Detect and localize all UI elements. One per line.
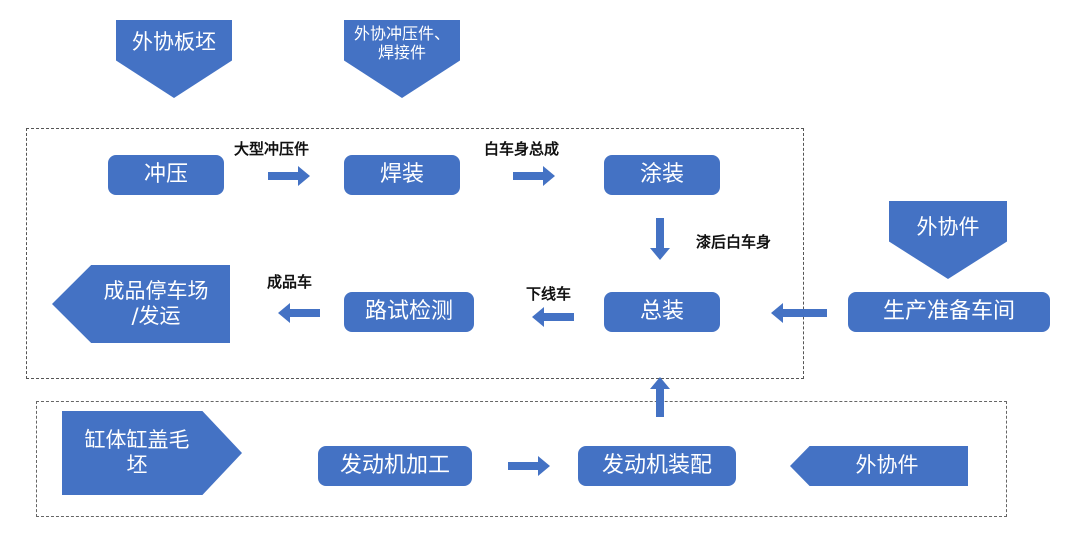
station-road-test: 路试检测: [344, 292, 474, 332]
flow-label-body-in-white: 白车身总成: [484, 140, 560, 158]
input-outsourced-parts-bottom-label: 外协件: [855, 453, 919, 478]
arrow-left-road-test-to-lot: [278, 303, 320, 323]
input-block-head-blank-label: 缸体缸盖毛 坯: [84, 427, 190, 477]
station-welding-label: 焊装: [379, 162, 424, 188]
station-production-prep: 生产准备车间: [848, 292, 1050, 332]
station-welding: 焊装: [344, 155, 460, 195]
vehicle-plant-frame: [26, 128, 804, 379]
station-stamping-label: 冲压: [143, 162, 188, 188]
arrow-right-machining-to-assembly: [508, 456, 550, 476]
arrow-left-prep-to-assembly: [771, 303, 827, 323]
station-final-assembly: 总装: [604, 292, 720, 332]
input-blank-steel: 外协板坯: [116, 20, 232, 98]
station-stamping: 冲压: [108, 155, 224, 195]
input-outsourced-parts-bottom: 外协件: [790, 446, 968, 486]
station-engine-assembly-label: 发动机装配: [601, 453, 712, 479]
input-block-head-blank: 缸体缸盖毛 坯: [62, 411, 242, 495]
flow-label-large-stampings: 大型冲压件: [234, 140, 310, 158]
input-stamping-welding-parts-label: 外协冲压件、 焊接件: [353, 24, 450, 63]
station-production-prep-label: 生产准备车间: [882, 299, 1015, 325]
station-engine-machining-label: 发动机加工: [339, 453, 450, 479]
station-engine-assembly: 发动机装配: [578, 446, 736, 486]
arrow-up-engine-to-assembly: [650, 377, 670, 417]
station-painting: 涂装: [604, 155, 720, 195]
station-painting-label: 涂装: [639, 162, 684, 188]
output-finished-lot: 成品停车场 /发运: [52, 265, 230, 343]
arrow-right-welding-to-painting: [513, 166, 555, 186]
input-stamping-welding-parts: 外协冲压件、 焊接件: [344, 20, 460, 98]
engine-plant-frame: [36, 401, 1007, 517]
arrow-left-assembly-to-road-test: [532, 307, 574, 327]
flow-label-offline-vehicle: 下线车: [526, 285, 572, 303]
station-road-test-label: 路试检测: [364, 299, 453, 325]
output-finished-lot-label: 成品停车场 /发运: [103, 278, 209, 328]
input-outsourced-parts-right-label: 外协件: [916, 215, 980, 239]
flow-label-finished-vehicle: 成品车: [267, 273, 313, 291]
station-engine-machining: 发动机加工: [318, 446, 472, 486]
station-final-assembly-label: 总装: [639, 299, 684, 325]
input-outsourced-parts-right: 外协件: [889, 201, 1007, 279]
arrow-down-painting-to-assembly: [650, 218, 670, 260]
flow-label-painted-body: 漆后白车身: [696, 233, 772, 251]
arrow-right-stamping-to-welding: [268, 166, 310, 186]
input-blank-steel-label: 外协板坯: [132, 30, 216, 54]
